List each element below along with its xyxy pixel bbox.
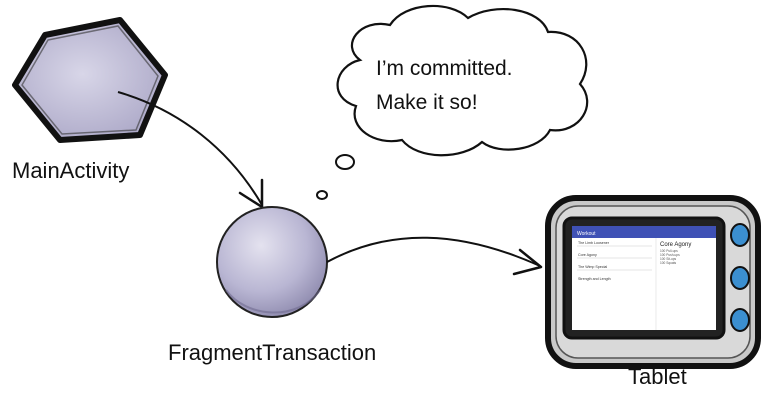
tablet-device: Workout The Limb Loosener Core Agony The…: [545, 195, 761, 369]
fragment-transaction-sphere: [216, 206, 328, 318]
fragment-transaction-label: FragmentTransaction: [168, 340, 377, 365]
tablet-label: Tablet: [628, 364, 687, 389]
tablet-list-item: Core Agony: [578, 253, 597, 257]
tablet-screen: [572, 226, 716, 330]
tablet-app-bar: [572, 226, 716, 238]
tablet-detail-line: 100 Squats: [660, 261, 677, 265]
tablet-list-item: The Wimp Special: [578, 265, 607, 269]
thought-bubble-line-2: Make it so!: [376, 91, 478, 114]
main-activity-hexagon: [12, 17, 168, 143]
tablet-button-top: [730, 223, 750, 247]
tablet-button-middle: [730, 266, 750, 290]
thought-bubble-line-1: I’m committed.: [376, 57, 513, 80]
arrow-fragment-to-tablet: [326, 236, 543, 276]
main-activity-label: MainActivity: [12, 158, 130, 183]
tablet-app-title: Workout: [577, 231, 596, 237]
tablet-detail-line: 100 Pull-ups: [660, 249, 678, 253]
tablet-detail-line: 100 Sit-ups: [660, 257, 677, 261]
thought-bubble-text: I’m committed. Make it so!: [376, 52, 513, 120]
tablet-button-bottom: [730, 308, 750, 332]
tablet-detail-line: 100 Push-ups: [660, 253, 680, 257]
thought-bubble: [316, 4, 589, 200]
tablet-detail-title: Core Agony: [660, 242, 691, 248]
tablet-list-item: Strength and Length: [578, 277, 611, 281]
tablet-list-item: The Limb Loosener: [578, 241, 610, 245]
